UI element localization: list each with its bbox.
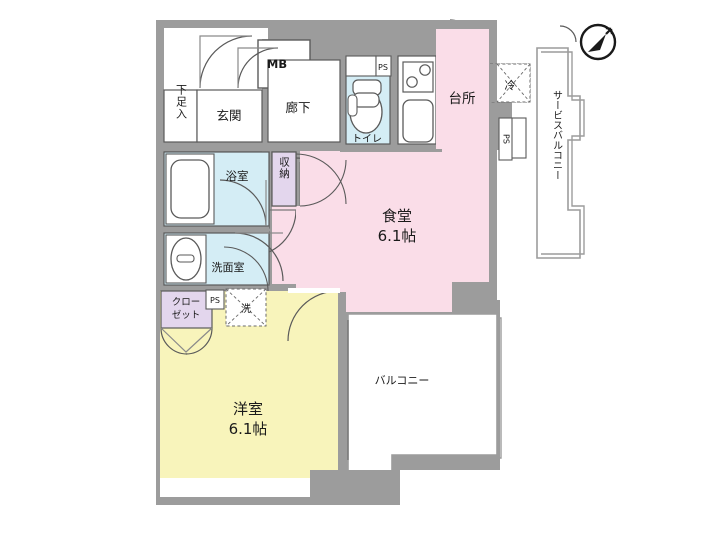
wall-top [156, 20, 497, 28]
overlay-genkan [196, 89, 263, 143]
wall-left [156, 20, 164, 505]
label-closet-line2: ゼット [172, 309, 201, 321]
wall-washroom-bottom [156, 284, 272, 291]
overlay-ps-service [498, 117, 513, 161]
overlay-corridor [267, 59, 341, 143]
label-service-balcony: サービスバルコニー [551, 90, 563, 180]
label-ps-service: PS [502, 134, 511, 144]
label-ps-kitchen: PS [378, 63, 388, 72]
wall-entry-corridor [262, 86, 268, 144]
compass-north-barb [605, 26, 614, 35]
overlay-bedroom-door-gap [288, 288, 340, 293]
label-closet-line1: クロー [172, 297, 201, 308]
balcony-fill [347, 313, 498, 473]
label-bathroom: 浴室 [226, 169, 249, 183]
overlay-tp-holder [347, 94, 358, 117]
label-toilet: トイレ [352, 134, 382, 145]
overlay-bedroom [160, 291, 338, 478]
entry-leaf-1 [199, 35, 252, 88]
overlay-ps-washroom [205, 289, 225, 310]
label-shoe-cabinet-c1: 下足入 [175, 84, 188, 120]
label-entrance: 玄関 [216, 108, 241, 123]
overlay-fridge-wallcut [489, 64, 497, 102]
label-storage: 収納 [278, 157, 290, 180]
closet-arc-l [160, 327, 188, 355]
wall-kitchen-bottom [398, 144, 442, 152]
wall-bedroom-right [338, 284, 346, 474]
label-kitchen: 台所 [449, 91, 476, 107]
entry-arc-1 [199, 35, 253, 89]
overlay-washer-d2 [225, 288, 267, 327]
label-western-room-area: 6.1帖 [229, 420, 268, 438]
label-fridge: 冷 [505, 79, 516, 92]
overlay-toilet-shelf [345, 55, 377, 77]
overlay-bedroom-corner [310, 470, 370, 505]
entry-arc-2 [237, 47, 279, 89]
fill-overlay [160, 28, 531, 505]
overlay-storage-arc [295, 153, 347, 205]
entry-arcs-overlay [199, 35, 279, 89]
overlay-storage-arc2 [299, 159, 347, 207]
label-dining-area: 6.1帖 [378, 227, 417, 245]
label-balcony: バルコニー [375, 374, 430, 387]
wall-toilet-bottom [345, 144, 395, 152]
wall-below-entry [156, 142, 497, 151]
label-corridor: 廊下 [285, 100, 310, 115]
compass-rose [579, 23, 617, 61]
entry-leaf-2 [237, 47, 278, 88]
overlay-kitchen-pink [436, 29, 489, 149]
overlay-washroom-door-arc [234, 232, 284, 282]
label-meter-box: MB [267, 57, 287, 71]
label-ps-washroom: PS [210, 296, 220, 305]
overlay-basin-tap [176, 254, 195, 263]
wall-top-right [442, 20, 497, 29]
overlay-ps-kitchen [375, 55, 392, 77]
closet-leaves [160, 327, 213, 353]
wall-right-upper [489, 20, 497, 90]
overlay-burner-2 [419, 64, 431, 76]
overlay-closet [160, 290, 213, 329]
overlay-bedroom-window-strip [160, 478, 338, 497]
overlay-closet-doors [160, 327, 213, 355]
closet-arc-r [185, 327, 213, 355]
label-washer: 洗 [241, 303, 251, 315]
overlay-dining-left [296, 206, 346, 292]
label-dining: 食堂 [382, 207, 412, 225]
overlay-shoe [163, 89, 198, 143]
overlay-burner-1 [406, 76, 418, 88]
wall-bottom [156, 497, 400, 505]
overlay-sink [402, 99, 434, 143]
overlay-tub [170, 159, 210, 219]
overlay-fridge-d1 [496, 63, 531, 103]
compass-needle-icon [588, 34, 606, 52]
wall-bath-washroom [163, 226, 269, 233]
overlay-fridge-d2 [496, 63, 531, 103]
service-balcony-door-arc [559, 25, 577, 43]
label-washroom: 洗面室 [212, 260, 245, 274]
label-western-room: 洋室 [233, 400, 263, 418]
overlay-storage [271, 151, 297, 207]
service-balcony-fill [536, 47, 581, 259]
overlay-hall-arc [223, 246, 269, 292]
plan-group: 下足入 玄関 廊下 MB PS トイレ 台所 冷 浴室 洗面室 収納 クロー ゼ… [156, 19, 617, 505]
overlay-bath-door-arc [219, 179, 267, 227]
service-balcony-rail [541, 51, 585, 255]
labels-group: 下足入 玄関 廊下 MB PS トイレ 台所 冷 浴室 洗面室 収納 クロー ゼ… [172, 57, 563, 438]
wall-right-mid [489, 148, 497, 288]
